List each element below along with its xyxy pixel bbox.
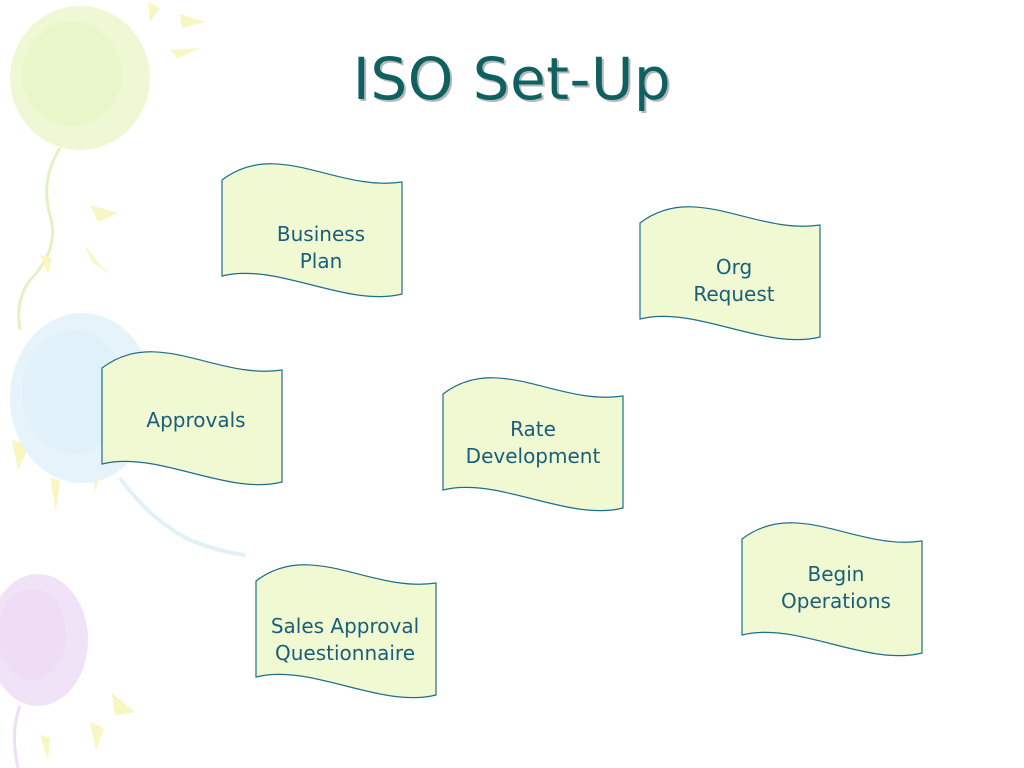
node-begin-operations: Begin Operations [741,522,923,657]
node-business-plan-line-1: Business [277,222,365,246]
node-sales-approval-line-1: Sales Approval [271,614,419,638]
node-business-plan: Business Plan [221,163,403,298]
node-begin-operations-line-2: Operations [781,589,891,613]
slide-title: ISO Set-Up [352,45,672,113]
node-business-plan-line-2: Plan [300,249,343,273]
node-approvals-line-1: Approvals [146,408,245,432]
node-rate-development-line-2: Development [466,444,601,468]
node-org-request-line-2: Request [693,282,774,306]
node-sales-approval-questionnaire: Sales Approval Questionnaire [255,564,437,699]
green-balloon-icon [10,6,150,331]
node-begin-operations-line-1: Begin [808,562,865,586]
purple-balloon-icon [0,574,88,768]
node-org-request: Org Request [639,206,821,341]
node-sales-approval-line-2: Questionnaire [275,641,415,665]
node-approvals: Approvals [101,351,283,486]
node-rate-development: Rate Development [442,377,624,512]
node-org-request-line-1: Org [716,255,752,279]
balloons-decoration [0,2,246,768]
node-rate-development-line-1: Rate [510,417,556,441]
